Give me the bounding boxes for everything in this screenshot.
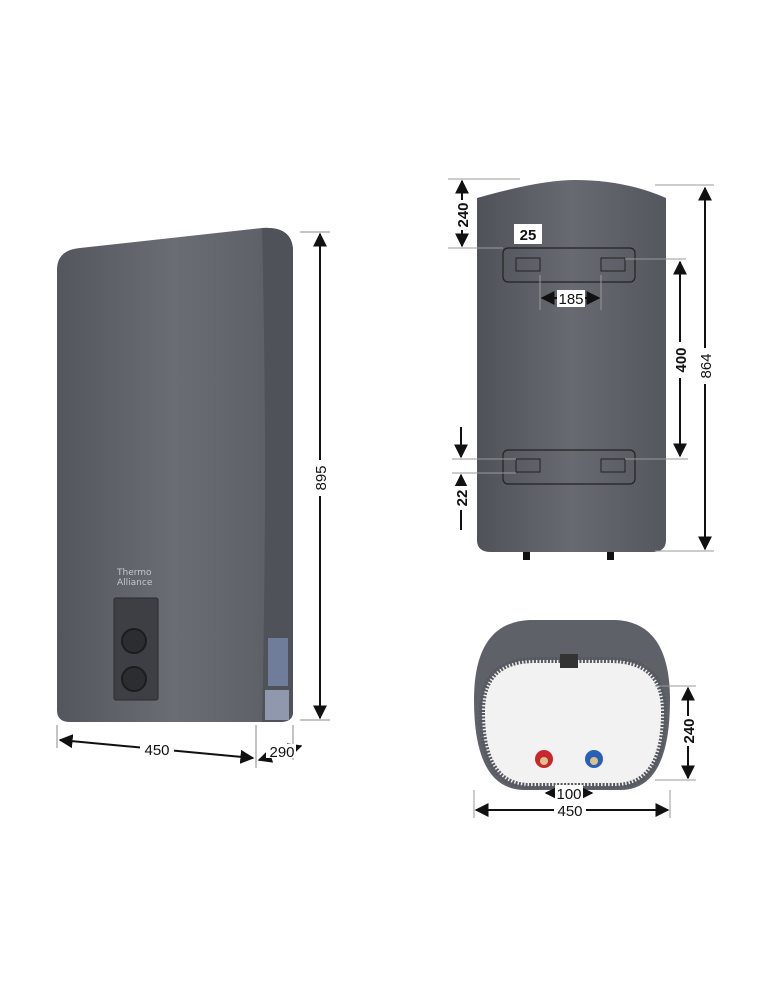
dimension-total-height: 864 <box>698 353 715 378</box>
dimension-width: 450 <box>144 742 169 759</box>
spec-label-sticker-2 <box>265 690 289 720</box>
heater-foot <box>523 552 530 560</box>
back-view: 240 25 185 400 864 22 <box>448 178 715 560</box>
mounting-bracket-bottom <box>502 449 636 485</box>
electrical-connector <box>560 654 578 668</box>
dimension-depth: 290 <box>269 744 294 761</box>
heater-side <box>262 227 293 722</box>
brand-logo: Thermo Alliance <box>117 568 153 588</box>
mounting-bracket-top <box>502 247 636 283</box>
heater-body-front <box>57 227 293 722</box>
dimension-bottom-width: 450 <box>557 803 582 820</box>
dimension-height: 895 <box>313 465 330 490</box>
front-view: 895 450 290 <box>56 227 330 768</box>
spec-label-sticker <box>268 638 288 686</box>
mode-knob[interactable] <box>121 666 147 692</box>
dimension-bracket-height: 25 <box>520 227 537 244</box>
dimension-top-offset: 240 <box>455 202 472 227</box>
bottom-view: 240 100 450 <box>473 620 698 820</box>
heater-bottom-face <box>478 657 668 789</box>
dimension-bottom-depth: 240 <box>681 718 698 743</box>
dimension-bottom-offset: 22 <box>454 490 471 507</box>
dimension-pipe-spacing: 100 <box>556 786 581 803</box>
dimension-vertical-spacing: 400 <box>673 347 690 372</box>
heater-body-back <box>477 180 666 552</box>
temperature-knob[interactable] <box>121 628 147 654</box>
heater-foot <box>607 552 614 560</box>
dimension-bracket-spacing: 185 <box>558 291 583 308</box>
